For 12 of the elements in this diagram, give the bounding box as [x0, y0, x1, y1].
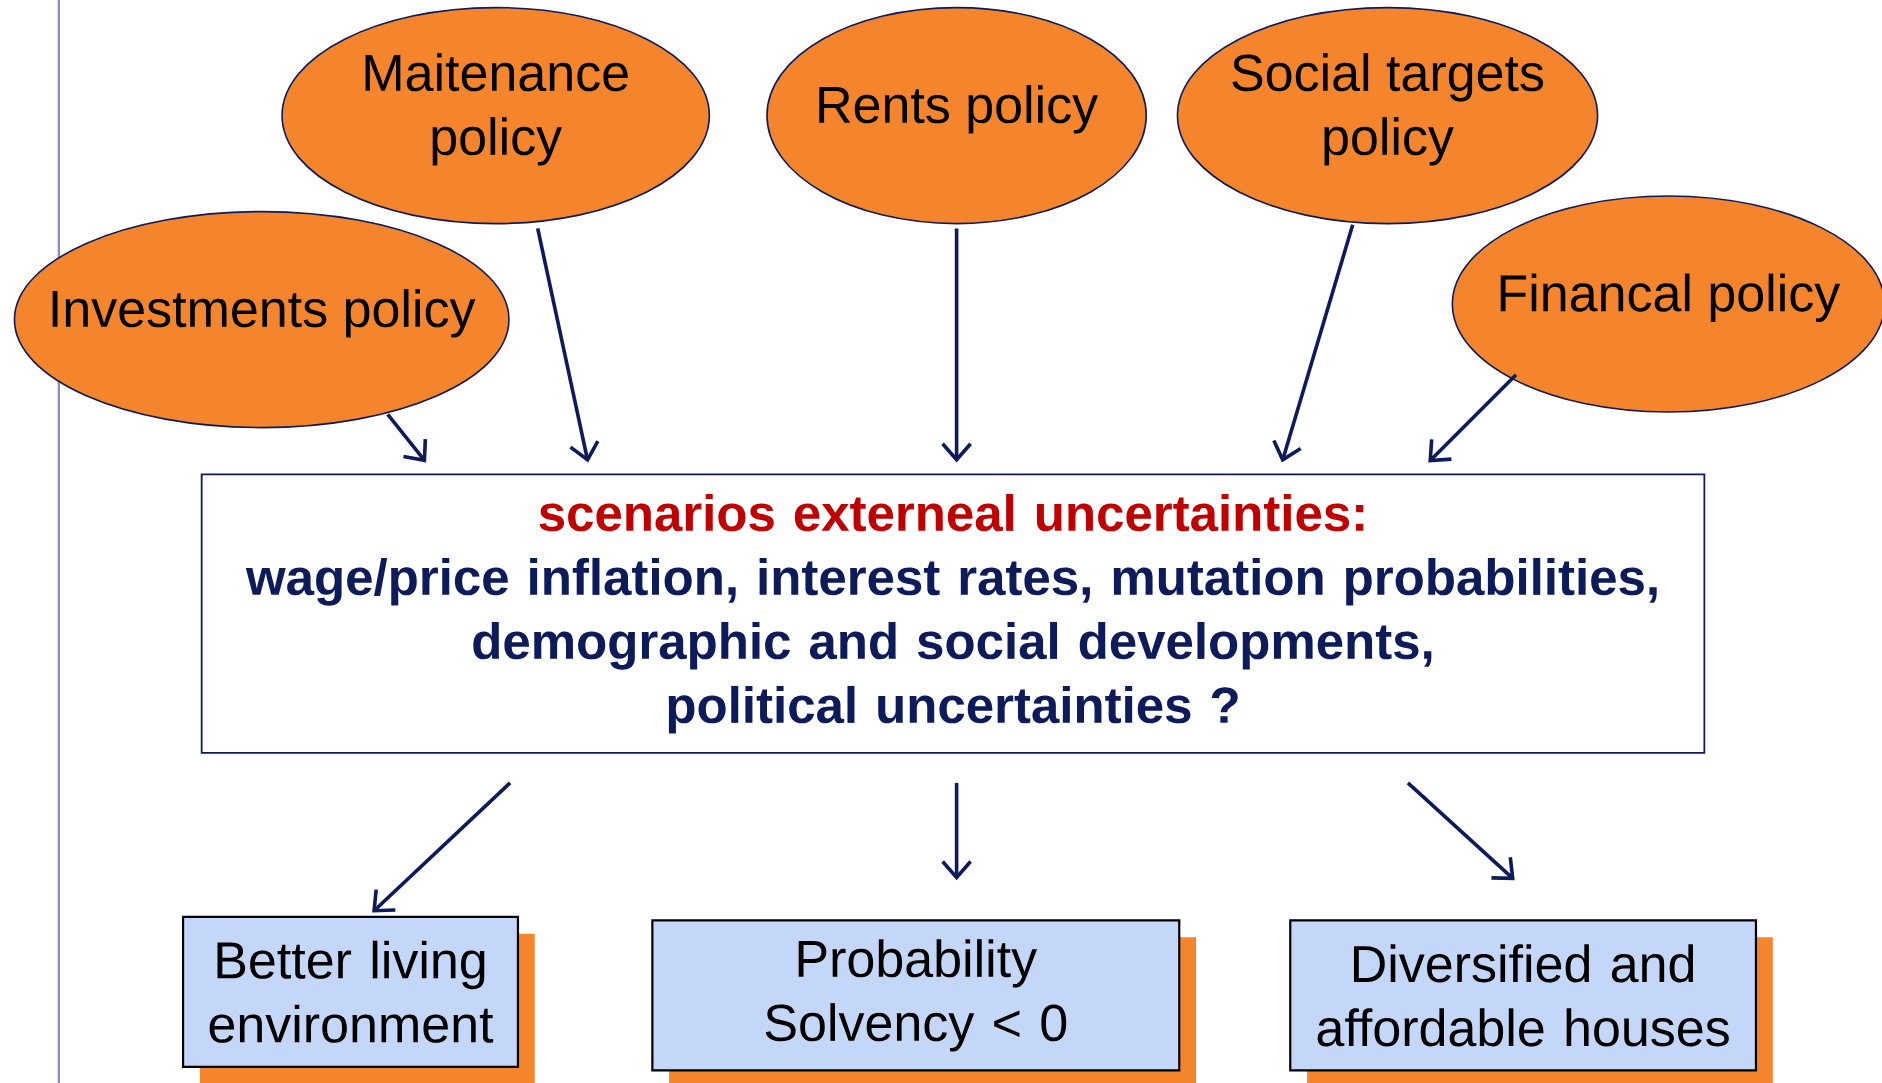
outcome-box: Diversified and affordable houses — [1289, 919, 1773, 1083]
arrow — [372, 781, 512, 913]
scenario-box: scenarios externeal uncertainties: wage/price inflation, interest rates, mutation probabilities, demographic and social developments, political uncertainties ? — [200, 473, 1706, 754]
outcome-box: Probability Solvency < 0 — [651, 919, 1197, 1083]
arrow — [941, 782, 972, 881]
arrow — [1272, 224, 1355, 463]
arrow — [535, 228, 600, 463]
arrow — [1428, 373, 1518, 463]
outcome-box: Better living environment — [181, 915, 535, 1083]
arrow — [386, 413, 428, 463]
arrow — [1406, 781, 1515, 881]
arrow — [941, 228, 972, 463]
